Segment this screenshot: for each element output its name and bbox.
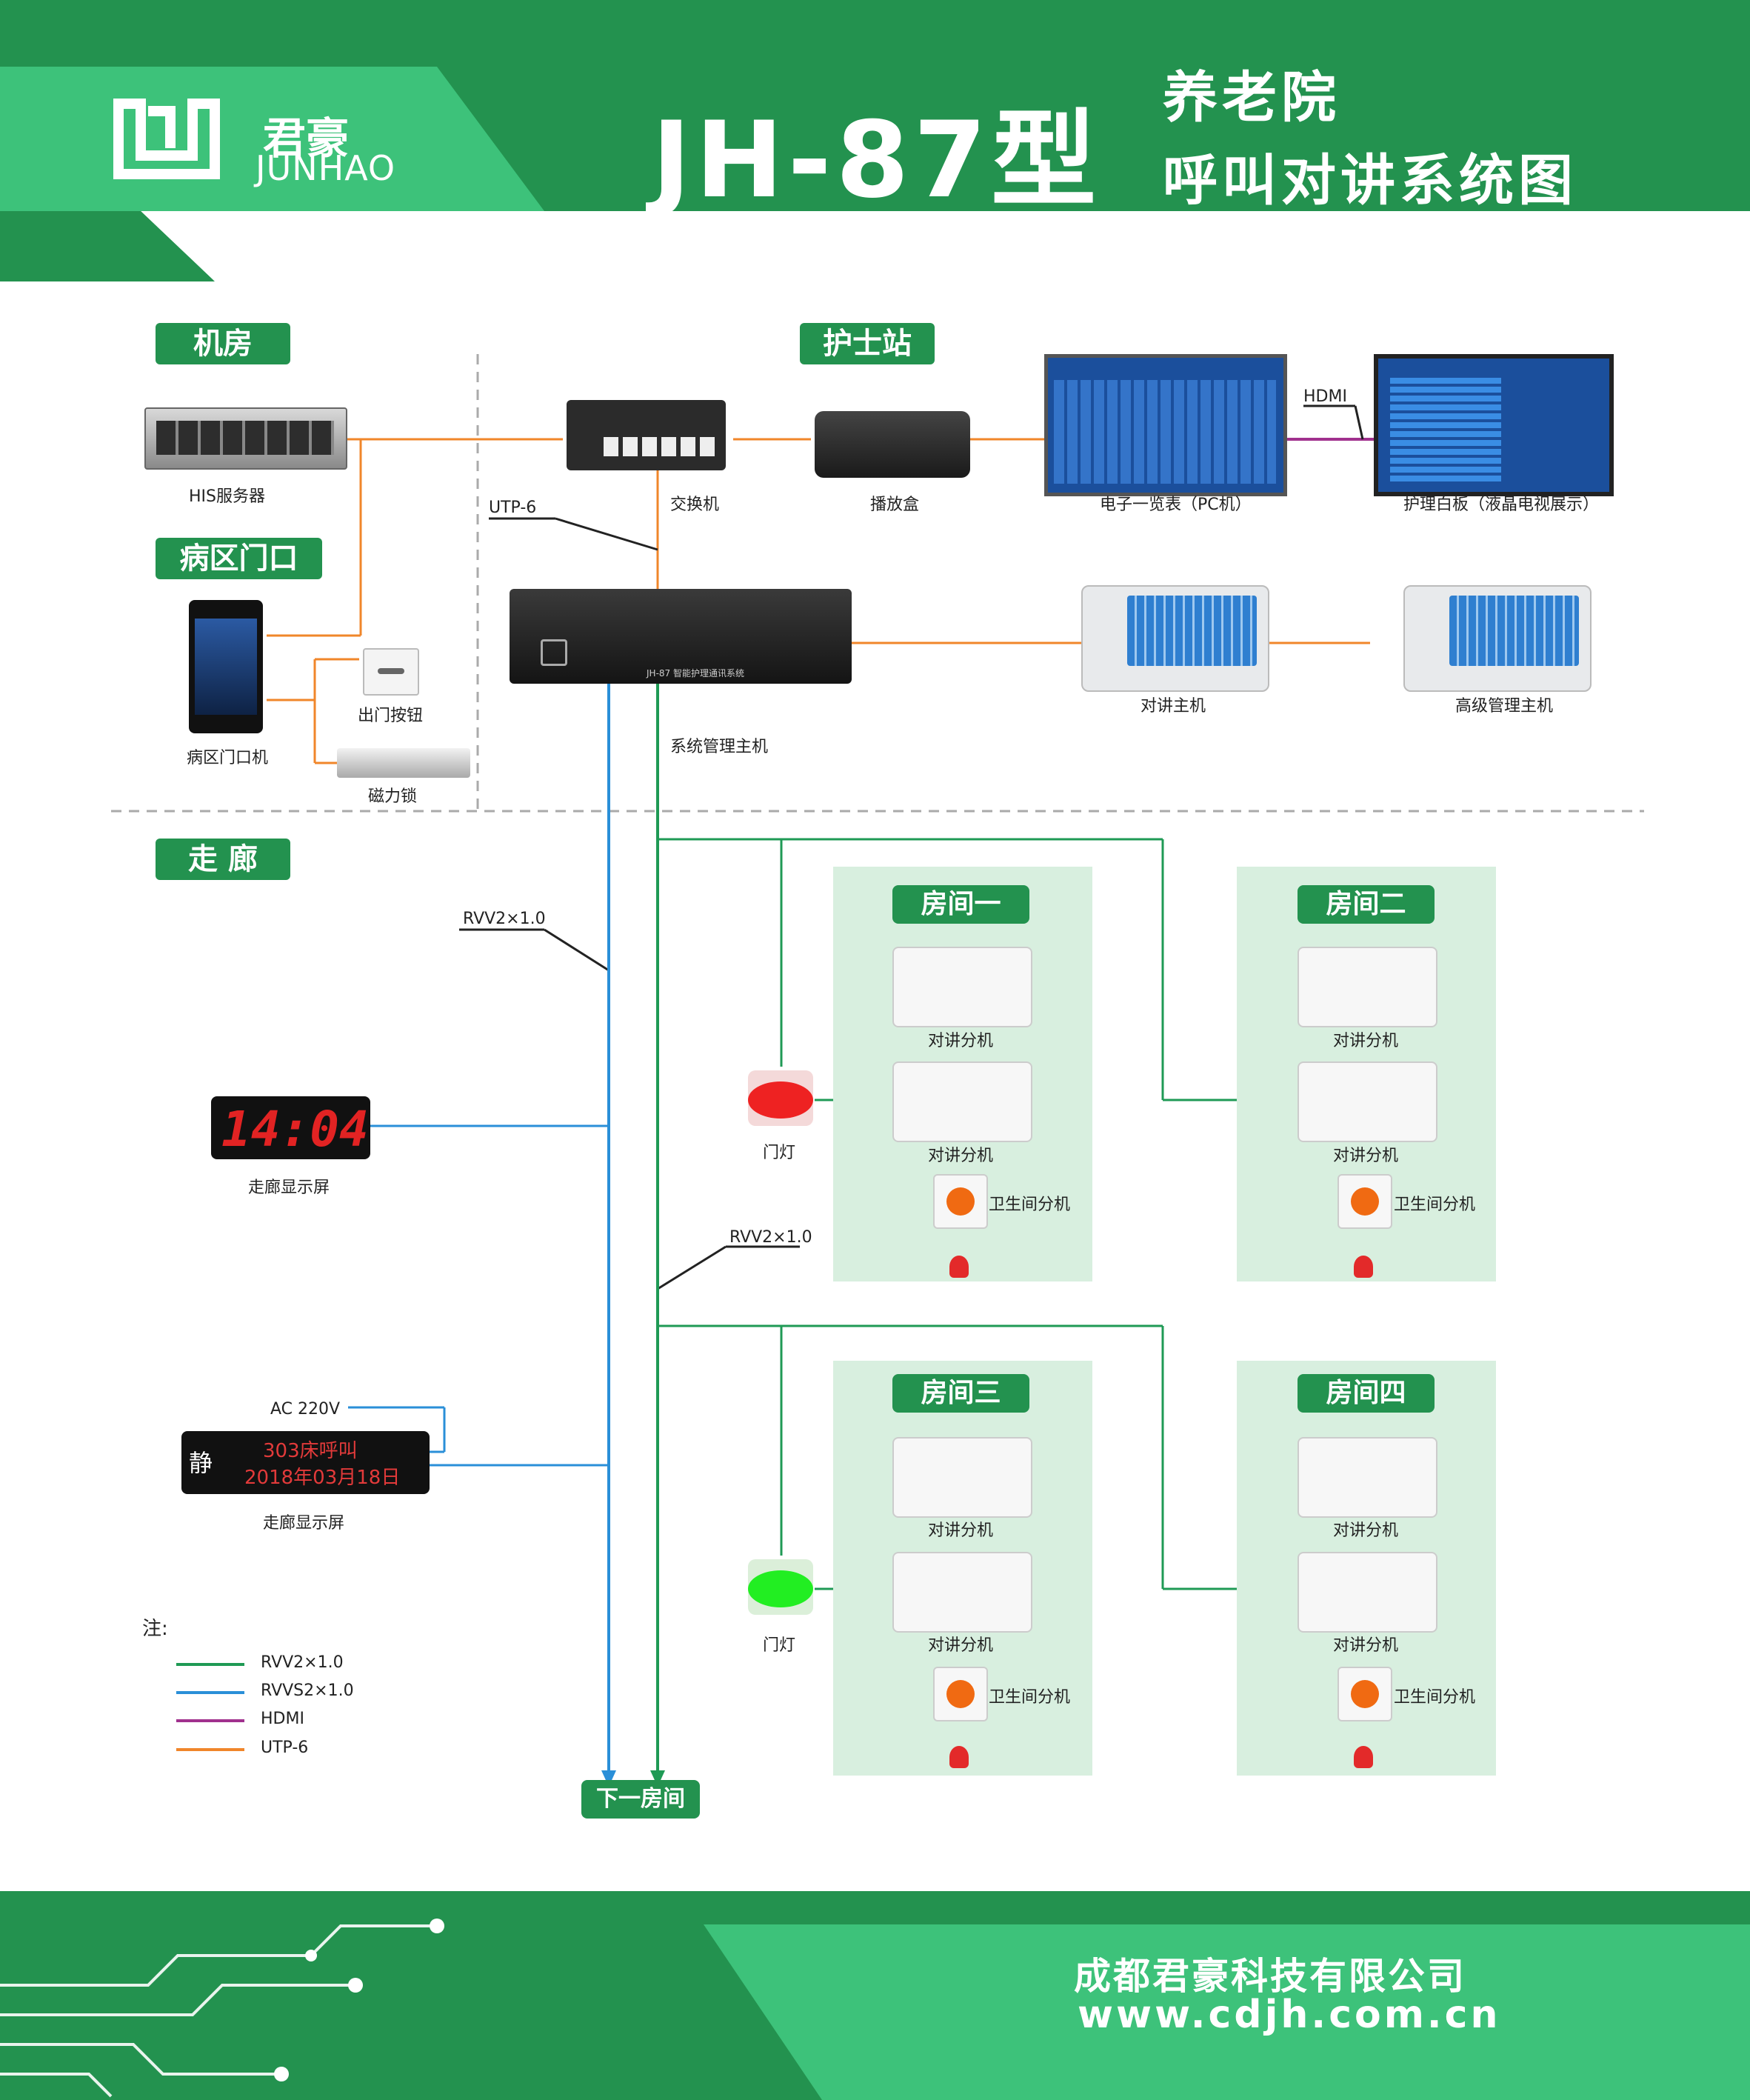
room-3-pull-cord-icon <box>949 1746 969 1768</box>
rvv-cable-label-1: RVV2×1.0 <box>463 910 546 928</box>
room-3-intercom-2-icon <box>892 1552 1032 1633</box>
room-1-intercom-2-icon <box>892 1061 1032 1142</box>
led-line1: 303床呼叫 <box>263 1440 358 1462</box>
company-name: 成都君豪科技有限公司 <box>1074 1955 1466 1998</box>
advanced-host-icon <box>1403 585 1592 692</box>
room-1-title: 房间一 <box>892 885 1029 924</box>
room-4-intercom-2-label: 对讲分机 <box>1333 1636 1399 1655</box>
switch-icon <box>567 400 726 470</box>
corridor-screen-label-1: 走廊显示屏 <box>248 1179 330 1197</box>
exit-button-label: 出门按钮 <box>358 707 424 725</box>
company-url[interactable]: www.cdjh.com.cn <box>1078 1993 1501 2037</box>
section-machine-room: 机房 <box>156 323 290 364</box>
room-1-pull-cord-icon <box>949 1256 969 1278</box>
room-3-intercom-1-label: 对讲分机 <box>928 1521 994 1540</box>
mag-lock-label: 磁力锁 <box>368 787 418 806</box>
exit-button-icon <box>363 648 419 696</box>
room-1-bath-label: 卫生间分机 <box>989 1196 1071 1214</box>
room-4-pull-cord-icon <box>1354 1746 1373 1768</box>
brand-en: JUNHAO <box>256 148 396 188</box>
footer-panel <box>704 1924 1750 2100</box>
corridor-led-screen: 静 303床呼叫 2018年03月18日 <box>181 1431 430 1494</box>
room-4-intercom-1-icon <box>1298 1437 1437 1518</box>
led-line2: 2018年03月18日 <box>244 1467 401 1489</box>
whiteboard-tv-icon <box>1374 354 1614 496</box>
room-3-door-lamp-label: 门灯 <box>763 1636 796 1655</box>
junhao-logo-icon <box>113 99 220 179</box>
clock-time: 14:04 <box>221 1101 369 1158</box>
room-4-intercom-1-label: 对讲分机 <box>1333 1521 1399 1540</box>
legend-label-rvv: RVV2×1.0 <box>261 1653 344 1672</box>
room-2-intercom-2-icon <box>1298 1061 1437 1142</box>
hdmi-cable-label: HDMI <box>1303 387 1347 406</box>
whiteboard-label: 护理白板（液晶电视展示） <box>1403 496 1600 514</box>
room-4-intercom-2-icon <box>1298 1552 1437 1633</box>
player-box-label: 播放盒 <box>870 496 920 514</box>
room-2-pull-cord-icon <box>1354 1256 1373 1278</box>
room-1-door-lamp-icon <box>748 1070 813 1126</box>
led-quiet: 静 <box>189 1449 213 1477</box>
room-2-intercom-1-label: 对讲分机 <box>1333 1032 1399 1050</box>
next-room-label: 下一房间 <box>581 1780 700 1819</box>
section-corridor: 走 廊 <box>156 839 290 880</box>
legend-swatch-rvv <box>176 1663 244 1666</box>
header-logo-panel <box>0 67 544 211</box>
door-unit-label: 病区门口机 <box>187 749 269 767</box>
ac-power-label: AC 220V <box>270 1400 341 1419</box>
model-title: JH-87型 <box>652 99 1101 221</box>
intercom-host-label: 对讲主机 <box>1140 697 1206 716</box>
title-line2: 呼叫对讲系统图 <box>1163 149 1577 213</box>
utp6-cable-label: UTP-6 <box>489 499 537 517</box>
room-1-intercom-1-label: 对讲分机 <box>928 1032 994 1050</box>
legend-swatch-hdmi <box>176 1719 244 1722</box>
switch-label: 交换机 <box>670 496 720 514</box>
his-server-label: HIS服务器 <box>189 487 265 506</box>
legend-title: 注: <box>142 1618 168 1640</box>
room-3-intercom-1-icon <box>892 1437 1032 1518</box>
system-host-icon: JH-87 智能护理通讯系统 <box>510 589 852 684</box>
door-unit-icon <box>189 600 263 733</box>
room-2-intercom-1-icon <box>1298 947 1437 1027</box>
legend-swatch-rvvs <box>176 1691 244 1694</box>
room-3-bath-label: 卫生间分机 <box>989 1688 1071 1707</box>
room-1-door-lamp-label: 门灯 <box>763 1144 796 1162</box>
room-2-bath-icon <box>1337 1174 1392 1229</box>
mag-lock-icon <box>337 748 470 778</box>
e-list-label: 电子一览表（PC机） <box>1100 496 1252 514</box>
legend-swatch-utp <box>176 1748 244 1751</box>
circuit-pattern-icon <box>0 1919 444 2098</box>
room-2-intercom-2-label: 对讲分机 <box>1333 1147 1399 1165</box>
room-4-bath-icon <box>1337 1667 1392 1721</box>
legend-label-hdmi: HDMI <box>261 1710 304 1728</box>
brand-cn: 君豪 <box>263 113 350 164</box>
legend-label-utp: UTP-6 <box>261 1739 309 1757</box>
legend-label-rvvs: RVVS2×1.0 <box>261 1681 354 1700</box>
title-line1: 养老院 <box>1163 66 1340 130</box>
room-4-bath-label: 卫生间分机 <box>1394 1688 1476 1707</box>
room-2-title: 房间二 <box>1298 885 1435 924</box>
room-1-intercom-2-label: 对讲分机 <box>928 1147 994 1165</box>
section-nurse-station: 护士站 <box>800 323 935 364</box>
room-4-title: 房间四 <box>1298 1374 1435 1413</box>
header-divider <box>141 211 1750 281</box>
room-3-title: 房间三 <box>892 1374 1029 1413</box>
his-server-icon <box>144 407 347 470</box>
corridor-clock-display: 14:04 <box>211 1096 370 1159</box>
intercom-host-icon <box>1081 585 1269 692</box>
system-host-plate: JH-87 智能护理通讯系统 <box>647 668 744 679</box>
room-2-bath-label: 卫生间分机 <box>1394 1196 1476 1214</box>
room-3-bath-icon <box>933 1667 988 1721</box>
player-box-icon <box>815 411 970 478</box>
room-1-bath-icon <box>933 1174 988 1229</box>
system-host-label: 系统管理主机 <box>670 738 769 756</box>
room-1-intercom-1-icon <box>892 947 1032 1027</box>
corridor-screen-label-2: 走廊显示屏 <box>263 1514 345 1533</box>
e-list-screen-icon <box>1044 354 1287 496</box>
room-3-door-lamp-icon <box>748 1559 813 1615</box>
advanced-host-label: 高级管理主机 <box>1455 697 1554 716</box>
room-3-intercom-2-label: 对讲分机 <box>928 1636 994 1655</box>
section-ward-door: 病区门口 <box>156 538 322 579</box>
rvv-cable-label-2: RVV2×1.0 <box>729 1228 812 1247</box>
